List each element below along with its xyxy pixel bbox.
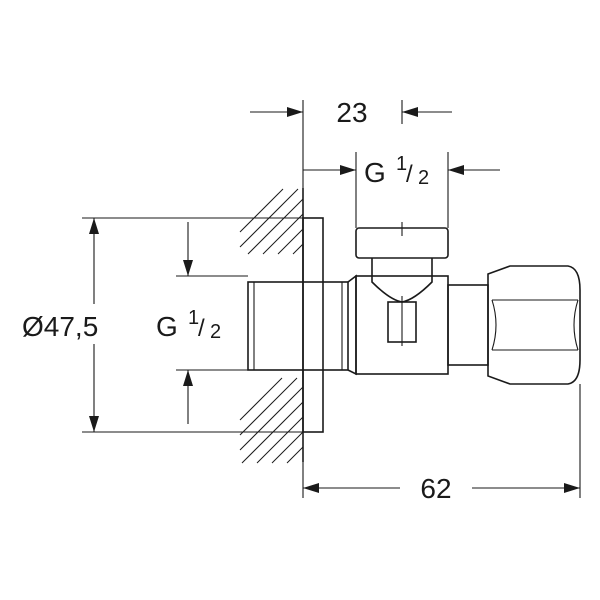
- dim-label-top-thread-prefix: G: [364, 157, 386, 188]
- rosette-plate: [302, 217, 324, 433]
- dim-label-23: 23: [336, 97, 367, 128]
- dim-label-62: 62: [420, 473, 451, 504]
- dim-label-inlet-thread-den: 2: [210, 321, 221, 343]
- outlet-neck: [447, 284, 489, 366]
- dim-label-diameter: Ø47,5: [22, 311, 98, 342]
- dim-top-width: 23: [250, 97, 452, 128]
- dim-inlet-thread: G 1 / 2: [156, 222, 221, 424]
- angle-valve: [247, 217, 581, 433]
- dim-label-top-thread-slash: /: [406, 161, 413, 188]
- inlet-shoulder: [347, 274, 357, 376]
- inlet-thread-pipe: [247, 281, 349, 371]
- dim-label-top-thread-num: 1: [396, 153, 407, 175]
- dim-label-inlet-thread-slash: /: [198, 315, 205, 342]
- dim-label-inlet-thread-prefix: G: [156, 311, 178, 342]
- hex-cap: [487, 265, 581, 385]
- extension-lines: [82, 100, 581, 498]
- wall-hatching: [239, 188, 304, 464]
- wall: [239, 188, 304, 464]
- top-stem: [371, 258, 433, 303]
- dim-label-inlet-thread-num: 1: [188, 307, 199, 329]
- dim-length: 62: [303, 473, 580, 504]
- dim-top-thread: G 1 / 2: [303, 153, 500, 189]
- dim-label-top-thread-den: 2: [418, 167, 429, 189]
- dim-diameter: Ø47,5: [20, 218, 150, 432]
